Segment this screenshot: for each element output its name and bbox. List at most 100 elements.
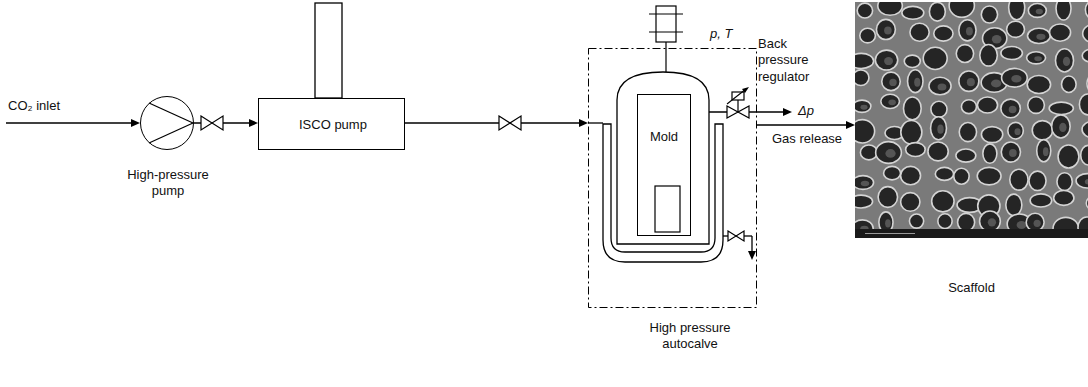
pore (1056, 2, 1071, 20)
regulator-arrow (727, 89, 746, 104)
pore (928, 142, 948, 161)
regulator-arrowhead (742, 87, 749, 93)
pore (1055, 49, 1073, 72)
pore (1079, 94, 1088, 115)
pore-depth (885, 219, 891, 227)
pore (983, 144, 997, 163)
pore (1050, 24, 1071, 41)
pore (855, 70, 869, 86)
pore (981, 6, 997, 23)
pump-line (149, 103, 193, 123)
dash-dot-border (589, 49, 757, 308)
pore (881, 94, 900, 108)
pore (1037, 140, 1051, 162)
pore-depth (991, 80, 1001, 88)
pore-depth (967, 78, 975, 86)
pore-depth (860, 105, 867, 110)
pore (857, 3, 872, 18)
pore (959, 20, 976, 41)
pore (884, 166, 901, 179)
scale-bar (865, 233, 915, 234)
pore-depth (1043, 147, 1049, 156)
pore-depth (1009, 106, 1017, 113)
pore-depth (861, 181, 869, 186)
pore (1054, 190, 1074, 205)
pore (934, 26, 953, 41)
inlet-pipe (588, 122, 603, 123)
pore (938, 214, 952, 229)
pore-depth (888, 100, 895, 106)
pore (860, 145, 877, 160)
mold-box: Mold (637, 94, 691, 236)
pore (906, 143, 926, 157)
pore (1085, 2, 1088, 19)
pore-depth (889, 79, 896, 86)
pore (931, 101, 947, 117)
pore-depth (885, 149, 895, 158)
pore (860, 28, 876, 43)
region-label: High pressure autocalve (635, 320, 745, 353)
pore (981, 127, 1002, 143)
pore (903, 97, 921, 120)
pore (855, 120, 875, 143)
pore (977, 97, 997, 113)
pore (980, 45, 998, 66)
pore (904, 55, 920, 67)
pore-depth (884, 26, 892, 34)
pore (959, 123, 976, 142)
pore (1027, 75, 1050, 93)
pore (855, 176, 874, 190)
region-outline (588, 48, 757, 308)
pore (1027, 52, 1046, 64)
drain-arrowhead (748, 251, 756, 260)
pore (878, 187, 897, 208)
pore-depth (988, 218, 996, 226)
pump-cylinder (315, 3, 342, 98)
pore-depth (1034, 220, 1041, 227)
pore (958, 213, 975, 231)
pore (902, 6, 924, 19)
pore (1049, 102, 1073, 114)
scaffold-image: Scaffold (855, 2, 1088, 238)
motor-bar (649, 13, 683, 14)
sample-insert (655, 186, 680, 232)
pore-depth (937, 125, 943, 134)
pore (935, 167, 953, 180)
pore (855, 100, 871, 112)
pore (932, 191, 954, 212)
motor-bar (649, 31, 683, 32)
pore (977, 167, 1001, 185)
micrograph-ground (855, 2, 1088, 238)
node-label: Scaffold (855, 280, 1088, 296)
pore (1086, 196, 1088, 211)
pore (875, 50, 897, 70)
pore (855, 53, 874, 68)
inlet-line (6, 122, 131, 123)
pore (1028, 4, 1046, 18)
pore (908, 70, 923, 93)
pore (1010, 169, 1028, 190)
pump-circle: High-pressure pump (140, 96, 194, 150)
pore (923, 47, 947, 69)
info-bar (855, 229, 1088, 238)
pore (1001, 46, 1022, 59)
valve-symbol (201, 116, 223, 130)
pore (929, 77, 951, 95)
node-label: High-pressure pump (118, 167, 218, 200)
arrowhead (249, 119, 258, 127)
pore (1083, 24, 1088, 43)
inlet-label: CO₂ inlet (8, 98, 60, 114)
pore (1057, 173, 1072, 191)
pore (1007, 21, 1025, 37)
heating-jacket (603, 124, 723, 262)
pore (1058, 145, 1079, 168)
pore (1028, 28, 1051, 43)
pore-depth (966, 27, 973, 35)
pore (980, 211, 1001, 231)
pore-depth (1034, 56, 1042, 61)
pore-depth (992, 35, 1002, 43)
pore (956, 149, 976, 162)
edge-label: Δp (796, 103, 816, 119)
pump-symbol (140, 96, 194, 150)
